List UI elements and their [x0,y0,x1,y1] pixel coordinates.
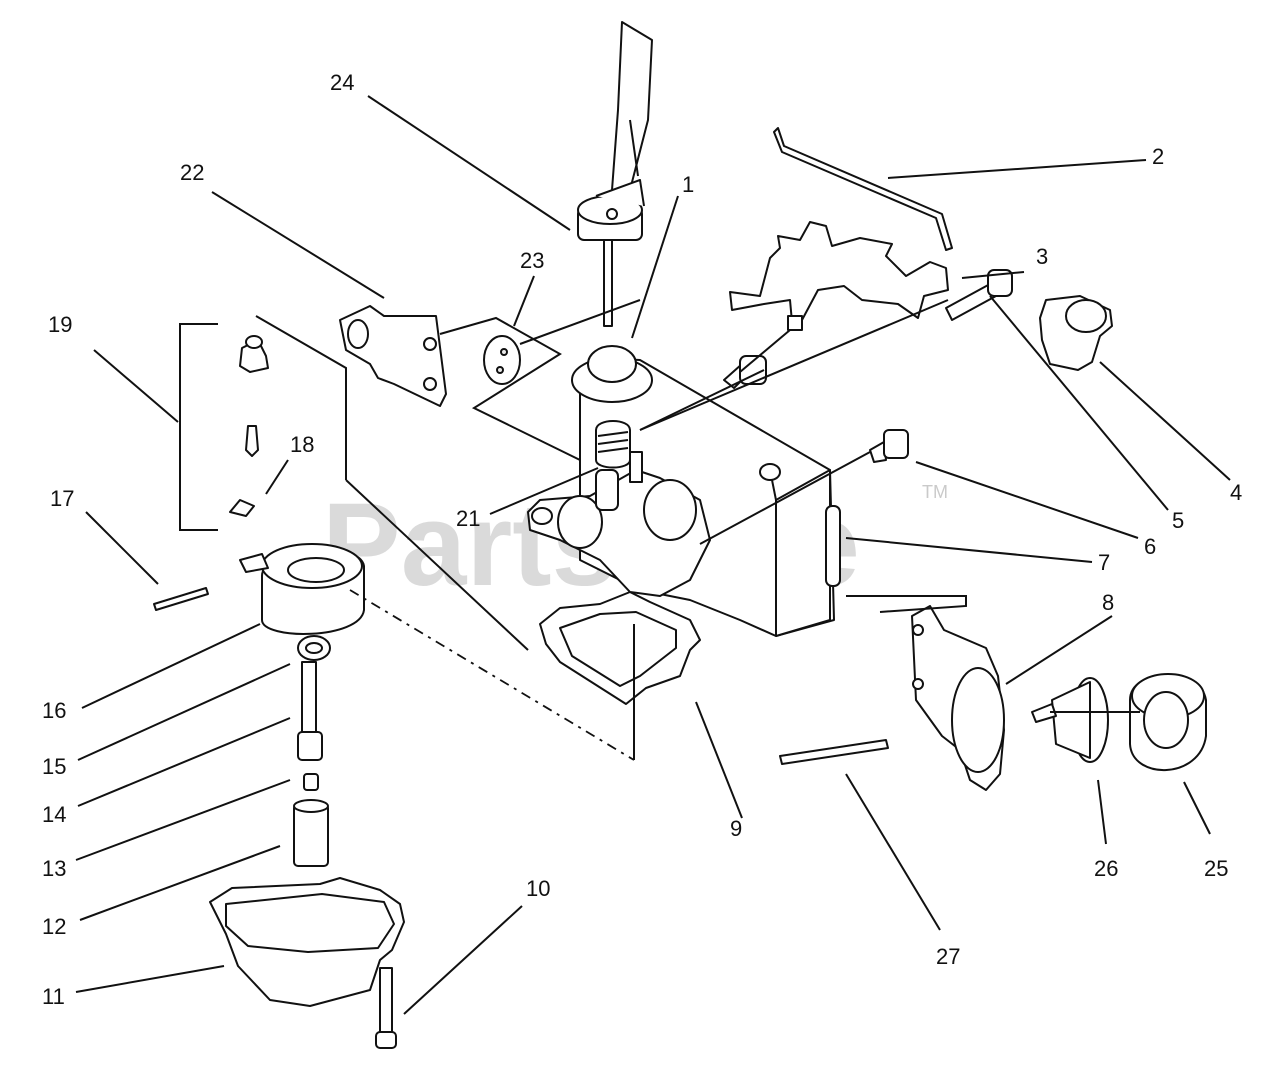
part-5-screw[interactable] [945,269,1013,321]
part-3-bracket[interactable] [729,221,949,331]
callout-10[interactable]: 10 [526,876,550,901]
callout-6[interactable]: 6 [1144,534,1156,559]
carburetor-body[interactable] [527,345,841,637]
part-9-gasket[interactable] [539,591,701,705]
part-26-primer[interactable] [1031,677,1109,763]
callout-21[interactable]: 21 [456,506,480,531]
callout-2[interactable]: 2 [1152,144,1164,169]
callout-3[interactable]: 3 [1036,244,1048,269]
callout-26[interactable]: 26 [1094,856,1118,881]
callout-5[interactable]: 5 [1172,508,1184,533]
part-17-pin[interactable] [153,587,209,611]
callout-23[interactable]: 23 [520,248,544,273]
callout-14[interactable]: 14 [42,802,66,827]
part-13-jet[interactable] [303,773,319,791]
callout-11[interactable]: 11 [42,984,65,1009]
watermark-trademark: TM [922,482,948,502]
part-22-plate[interactable] [339,305,447,407]
part-19-needle-kit[interactable] [179,323,269,531]
callout-labels: 1 2 3 4 5 6 7 8 9 10 11 12 13 14 15 16 1… [42,70,1242,1009]
callout-17[interactable]: 17 [50,486,74,511]
callout-19[interactable]: 19 [48,312,72,337]
assembly-lines [255,299,1140,761]
callout-25[interactable]: 25 [1204,856,1228,881]
callout-9[interactable]: 9 [730,816,742,841]
callout-13[interactable]: 13 [42,856,66,881]
callout-12[interactable]: 12 [42,914,66,939]
callout-18[interactable]: 18 [290,432,314,457]
part-2-rod[interactable] [773,127,953,251]
callout-7[interactable]: 7 [1098,550,1110,575]
part-15-washer[interactable] [297,635,331,661]
part-14-jet-stem[interactable] [297,661,323,761]
callout-leaders [75,95,1231,1015]
callout-8[interactable]: 8 [1102,590,1114,615]
part-27-rod[interactable] [779,739,889,765]
part-23-disc[interactable] [483,335,521,385]
callout-4[interactable]: 4 [1230,480,1242,505]
part-24-throttle-shaft[interactable] [577,21,653,327]
part-11-float-bowl[interactable] [209,877,405,1007]
part-16-float[interactable] [239,543,365,635]
callout-27[interactable]: 27 [936,944,960,969]
part-4-cap[interactable] [1039,295,1113,371]
part-25-primer-bulb[interactable] [1129,673,1207,772]
part-8-diaphragm-plate[interactable] [911,605,1005,791]
callout-16[interactable]: 16 [42,698,66,723]
callout-24[interactable]: 24 [330,70,354,95]
callout-1[interactable]: 1 [682,172,694,197]
part-10-screw[interactable] [375,967,397,1049]
part-12-cylinder[interactable] [293,799,329,867]
callout-15[interactable]: 15 [42,754,66,779]
callout-22[interactable]: 22 [180,160,204,185]
part-6-screw[interactable] [869,429,909,463]
